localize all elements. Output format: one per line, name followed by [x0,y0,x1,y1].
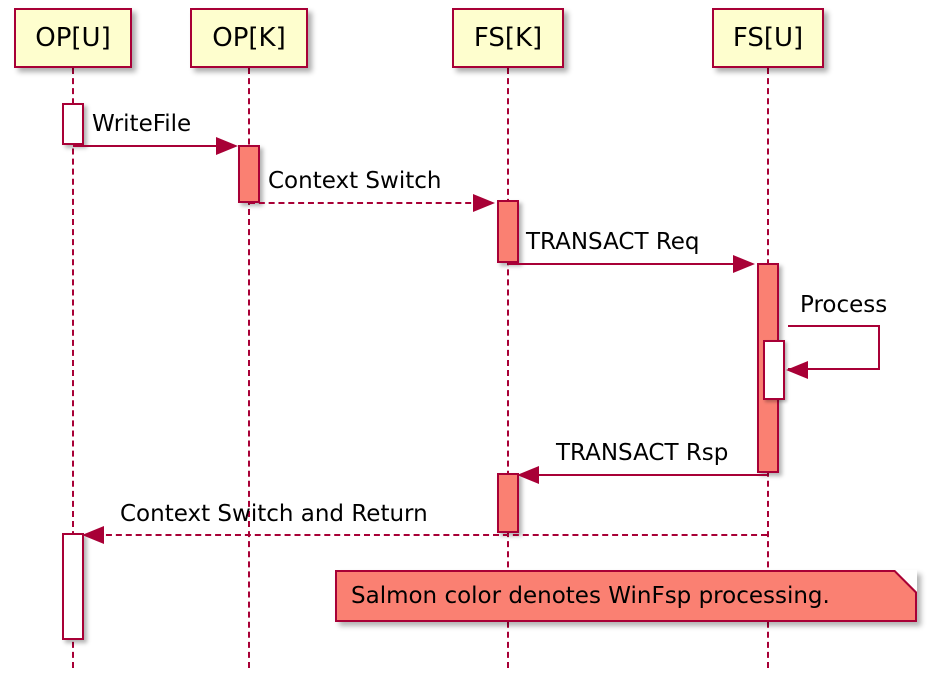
note-text: Salmon color denotes WinFsp processing. [351,582,830,609]
message-label-transact-rsp: TRANSACT Rsp [556,440,729,466]
message-label-transact-req: TRANSACT Req [526,229,700,255]
activation-fs-u-process [763,340,785,400]
participant-op-u[interactable]: OP[U] [14,8,132,68]
lifeline-op-u [72,68,74,668]
participant-fs-k-label: FS[K] [473,23,543,53]
message-label-writefile: WriteFile [92,111,192,137]
note-salmon-legend: Salmon color denotes WinFsp processing. [335,570,917,622]
arrowhead-context-switch-return [82,526,104,544]
message-label-context-switch: Context Switch [268,168,442,194]
lifeline-op-k [248,68,250,668]
arrowhead-context-switch [473,194,495,212]
self-message-process-box [788,325,880,370]
note-fold-corner [895,570,917,592]
lifeline-fs-k [507,68,509,668]
activation-op-k-handler [238,145,260,203]
message-label-process: Process [800,292,888,318]
message-line-context-switch-return [96,534,767,536]
message-line-writefile [73,145,221,147]
participant-fs-u-label: FS[U] [732,23,804,53]
activation-fs-k-response [497,473,519,533]
activation-op-u-return [62,533,84,640]
arrowhead-transact-req [733,255,755,273]
activation-fs-k-request [497,200,519,263]
message-label-context-switch-return: Context Switch and Return [120,501,428,527]
activation-op-u-writefile [62,103,84,145]
arrowhead-writefile [216,137,238,155]
arrowhead-process [786,361,808,379]
participant-op-k-label: OP[K] [212,23,286,53]
arrowhead-transact-rsp [517,466,539,484]
message-line-context-switch [249,202,481,204]
participant-fs-k[interactable]: FS[K] [452,8,564,68]
message-line-transact-req [508,263,741,265]
participant-op-u-label: OP[U] [35,23,111,53]
participant-fs-u[interactable]: FS[U] [712,8,824,68]
message-line-transact-rsp [530,474,767,476]
participant-op-k[interactable]: OP[K] [190,8,308,68]
